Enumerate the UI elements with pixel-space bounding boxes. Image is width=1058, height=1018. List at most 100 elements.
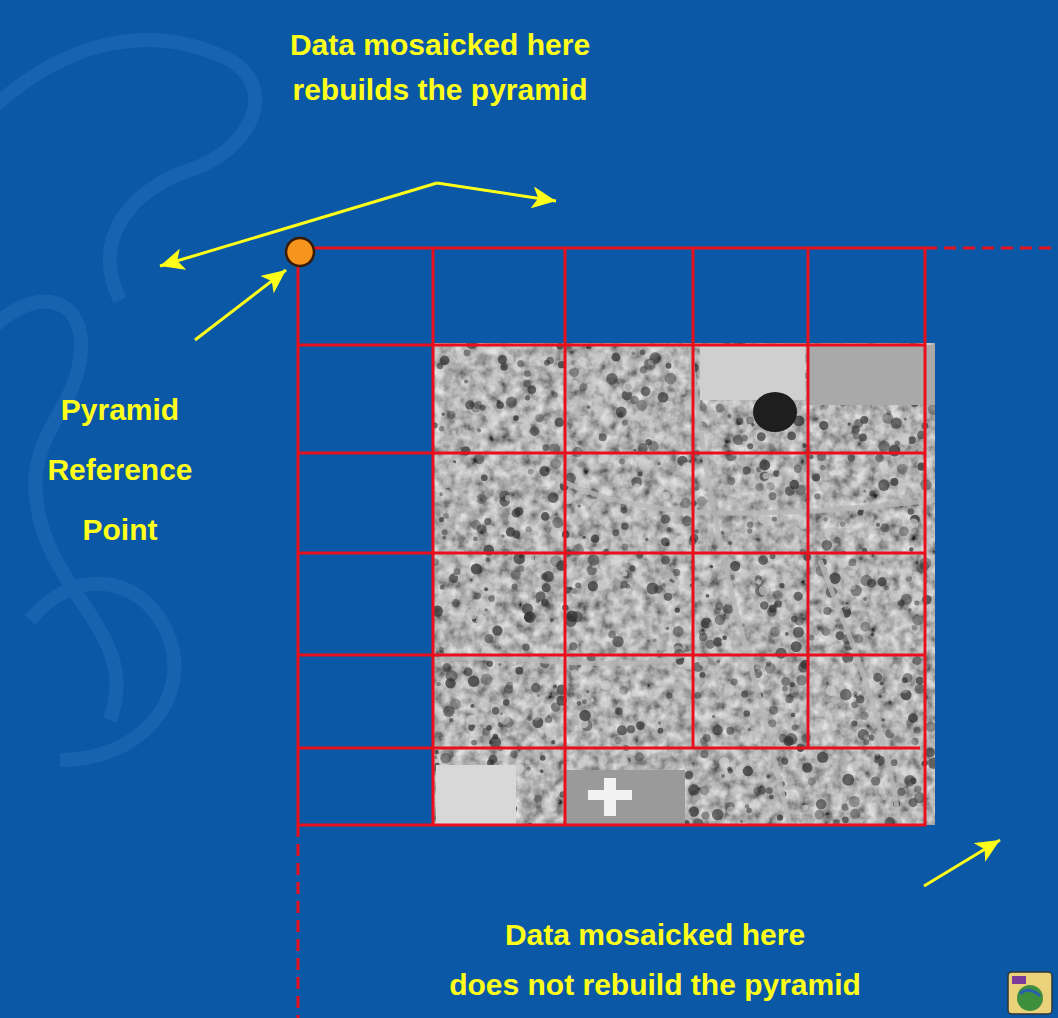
photo-speck: [680, 669, 685, 674]
photo-speck: [591, 505, 597, 511]
photo-speck: [833, 537, 840, 544]
photo-speck: [864, 735, 869, 740]
photo-plane-shape: [588, 778, 632, 816]
photo-speck: [791, 641, 802, 652]
photo-speck: [486, 661, 493, 668]
photo-speck: [794, 592, 803, 601]
photo-speck: [715, 615, 725, 625]
photo-speck: [731, 720, 735, 724]
photo-speck: [859, 556, 863, 560]
photo-speck: [665, 481, 676, 492]
photo-speck: [912, 643, 916, 647]
photo-speck: [485, 557, 490, 562]
photo-speck: [866, 430, 874, 438]
photo-speck: [753, 749, 764, 760]
photo-speck: [712, 725, 723, 736]
photo-speck: [496, 614, 503, 621]
photo-speck: [553, 639, 557, 643]
photo-speck: [700, 786, 709, 795]
grid-line: [298, 344, 925, 347]
aerial-photo: [433, 343, 935, 825]
photo-speck: [665, 401, 673, 409]
photo-speck: [727, 414, 731, 418]
grid-line: [298, 452, 925, 455]
photo-speck: [880, 623, 887, 630]
photo-speck: [741, 433, 749, 441]
photo-speck: [482, 728, 490, 736]
photo-speck: [928, 757, 935, 768]
photo-speck: [489, 740, 493, 744]
photo-speck: [827, 784, 833, 790]
photo-speck: [505, 495, 511, 501]
photo-speck: [640, 366, 648, 374]
photo-speck: [901, 436, 910, 445]
photo-speck: [753, 787, 761, 795]
photo-speck: [553, 748, 562, 757]
photo-speck: [620, 568, 625, 573]
photo-speck: [675, 608, 680, 613]
photo-speck: [568, 377, 571, 380]
photo-speck: [884, 585, 889, 590]
photo-speck: [645, 538, 649, 542]
photo-speck: [909, 642, 916, 649]
photo-speck: [869, 735, 875, 741]
photo-speck: [496, 377, 501, 382]
photo-speck: [688, 784, 699, 795]
road: [820, 560, 900, 825]
logo-mark: [1012, 976, 1026, 984]
photo-speck: [859, 434, 867, 442]
photo-speck: [664, 593, 672, 601]
photo-speck: [814, 493, 820, 499]
photo-speck: [848, 454, 855, 461]
photo-speck: [617, 725, 627, 735]
photo-speck: [759, 472, 769, 482]
photo-speck: [835, 418, 843, 426]
photo-speck: [488, 595, 495, 602]
photo-speckle: [433, 343, 935, 825]
photo-speck: [766, 787, 773, 794]
photo-speck: [570, 365, 574, 369]
photo-speck: [890, 590, 902, 602]
photo-speck: [873, 681, 883, 691]
photo-speck: [577, 759, 585, 767]
leader-arrow: [195, 270, 286, 340]
photo-speck: [880, 681, 884, 685]
photo-speck: [706, 640, 715, 649]
photo-speck: [899, 684, 909, 694]
photo-speck: [586, 690, 589, 693]
photo-speck: [477, 524, 487, 534]
photo-speck: [607, 592, 616, 601]
photo-speck: [550, 618, 554, 622]
photo-speck: [471, 704, 475, 708]
photo-speck: [546, 802, 555, 811]
photo-speck: [545, 716, 552, 723]
photo-speck: [762, 661, 765, 664]
photo-speck: [898, 483, 907, 492]
photo-speck: [728, 768, 733, 773]
photo-speck: [590, 698, 594, 702]
photo-speck: [821, 540, 832, 551]
photo-speck: [619, 757, 629, 767]
photo-speck: [892, 664, 897, 669]
photo-speck: [542, 583, 551, 592]
photo-texture: [433, 343, 935, 825]
photo-speck: [820, 465, 826, 471]
photo-speck: [812, 473, 820, 481]
photo-speck: [611, 353, 620, 362]
photo-speck: [863, 597, 867, 601]
photo-speck: [613, 558, 623, 568]
photo-speck: [743, 710, 750, 717]
photo-speck: [575, 582, 581, 588]
photo-speck: [553, 685, 557, 689]
photo-speck: [763, 643, 767, 647]
photo-speck: [626, 584, 631, 589]
photo-speck: [786, 598, 793, 605]
photo-speck: [913, 591, 922, 600]
photo-speck: [500, 363, 507, 370]
photo-speck: [891, 759, 898, 766]
photo-speck: [440, 585, 445, 590]
photo-speck: [648, 360, 654, 366]
photo-speck: [591, 534, 600, 543]
photo-speck: [850, 431, 854, 435]
